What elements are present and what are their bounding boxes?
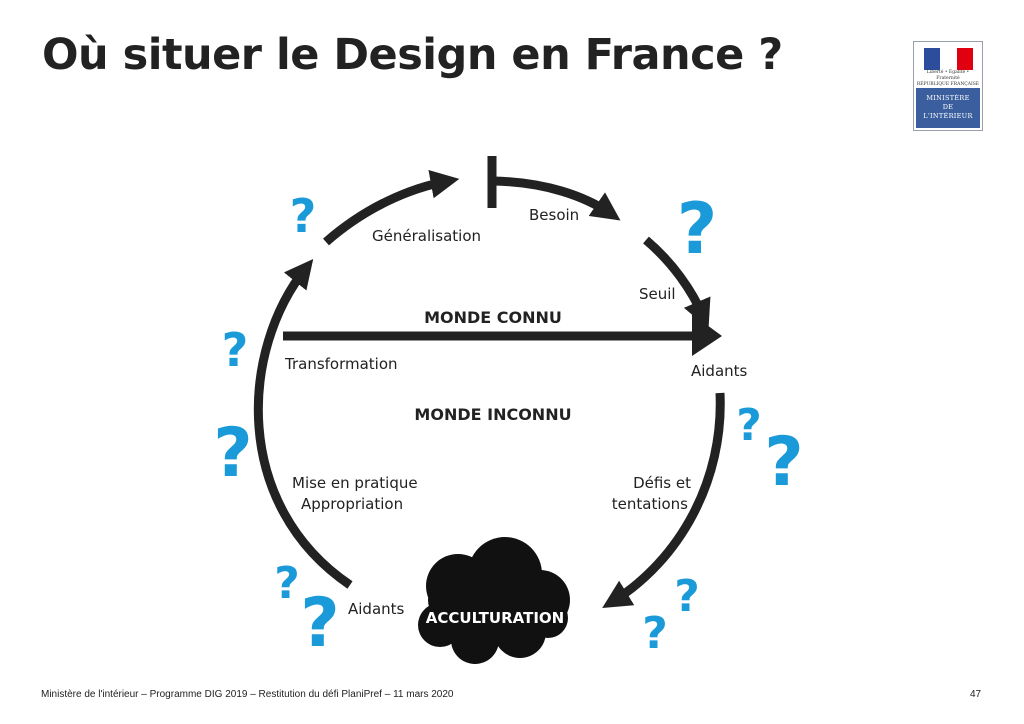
arrow-mise-en-pratique: [253, 259, 353, 589]
question-mark-icon: ?: [736, 400, 762, 451]
besoin-label: Besoin: [529, 206, 579, 224]
acculturation-label: ACCULTURATION: [426, 609, 564, 627]
arrow-defis: [602, 392, 725, 609]
question-mark-icon: ?: [677, 188, 718, 270]
aidants-left-label: Aidants: [348, 600, 405, 618]
seuil-label: Seuil: [639, 285, 676, 303]
footer-text: Ministère de l'intérieur – Programme DIG…: [41, 689, 454, 700]
monde-inconnu-label: MONDE INCONNU: [414, 405, 571, 424]
question-mark-icon: ?: [300, 584, 339, 663]
ministry-name: MINISTÈRE DE L'INTÉRIEUR: [923, 94, 973, 120]
question-mark-icon: ?: [764, 423, 803, 502]
aidants-right-label: Aidants: [691, 362, 748, 380]
french-flag-icon: [924, 48, 973, 70]
appropriation-label: Appropriation: [301, 495, 403, 513]
monde-connu-label: MONDE CONNU: [424, 308, 562, 327]
acculturation-cloud: [418, 537, 570, 664]
question-mark-icon: ?: [642, 608, 668, 659]
mise-en-pratique-label: Mise en pratique: [292, 474, 418, 492]
page-title: Où situer le Design en France ?: [42, 30, 783, 80]
ministry-band: MINISTÈRE DE L'INTÉRIEUR: [916, 88, 980, 128]
defis-label-line2: tentations: [612, 495, 688, 513]
monde-connu-arrowhead: [692, 314, 722, 356]
question-mark-icon: ?: [274, 558, 300, 609]
question-mark-icon: ?: [213, 414, 252, 493]
arrow-seuil: [643, 236, 711, 329]
defis-label-line1: Défis et: [633, 474, 691, 492]
ministry-logo: Liberté • Égalité • Fraternité RÉPUBLIQU…: [913, 41, 983, 131]
question-mark-icon: ?: [674, 571, 700, 622]
page-number: 47: [970, 689, 982, 700]
arrow-besoin: [492, 176, 621, 221]
generalisation-label: Généralisation: [372, 227, 481, 245]
republique-text: Liberté • Égalité • Fraternité RÉPUBLIQU…: [916, 70, 980, 87]
question-mark-icon: ?: [290, 189, 317, 243]
transformation-label: Transformation: [284, 355, 398, 373]
arrow-generalisation: [323, 169, 460, 246]
question-mark-icon: ?: [222, 323, 249, 377]
